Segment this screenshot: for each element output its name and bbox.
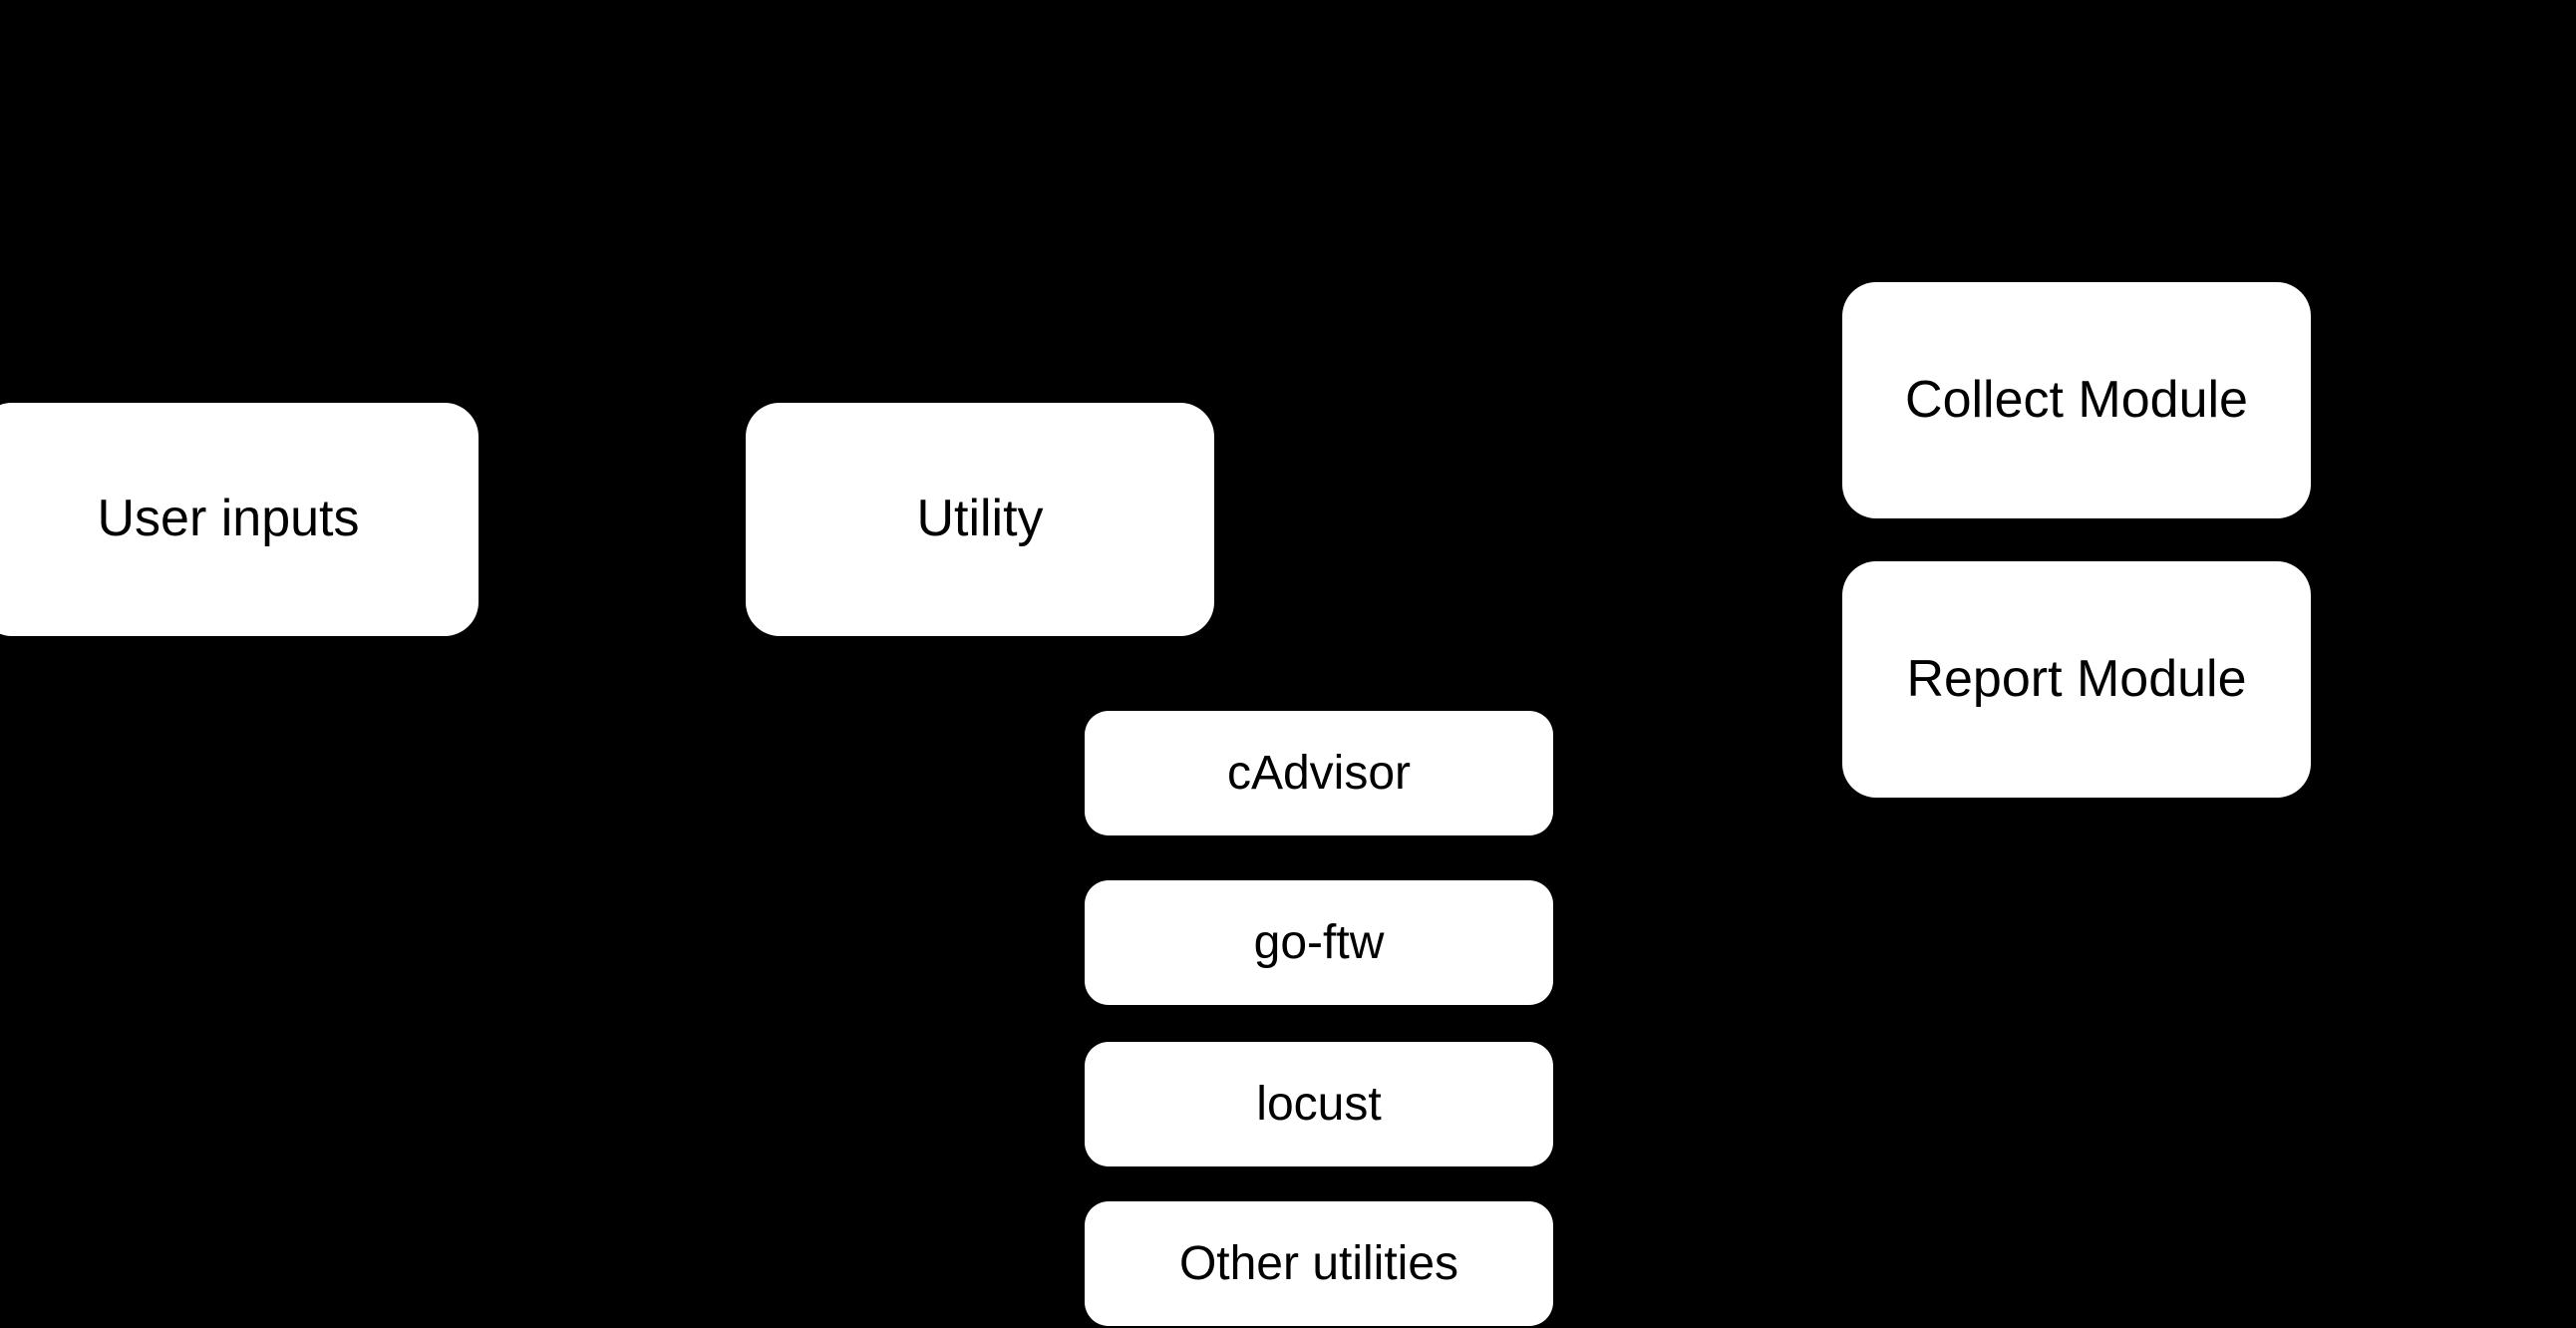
node-go-ftw[interactable]: go-ftw — [1085, 880, 1553, 1005]
node-utility[interactable]: Utility — [746, 403, 1214, 636]
node-report-module[interactable]: Report Module — [1842, 561, 2311, 798]
node-locust-label: locust — [1256, 1077, 1382, 1131]
node-collect-module-label: Collect Module — [1905, 370, 2248, 429]
node-other-utilities[interactable]: Other utilities — [1085, 1201, 1553, 1326]
node-user-inputs[interactable]: User inputs — [0, 403, 479, 636]
node-report-module-label: Report Module — [1906, 649, 2247, 708]
node-locust[interactable]: locust — [1085, 1042, 1553, 1166]
node-cadvisor-label: cAdvisor — [1226, 746, 1412, 800]
node-utility-label: Utility — [916, 490, 1044, 548]
node-collect-module[interactable]: Collect Module — [1842, 282, 2311, 518]
node-user-inputs-label: User inputs — [97, 490, 360, 548]
node-cadvisor[interactable]: cAdvisor — [1085, 711, 1553, 835]
node-go-ftw-label: go-ftw — [1253, 915, 1385, 969]
node-other-utilities-label: Other utilities — [1178, 1236, 1459, 1290]
